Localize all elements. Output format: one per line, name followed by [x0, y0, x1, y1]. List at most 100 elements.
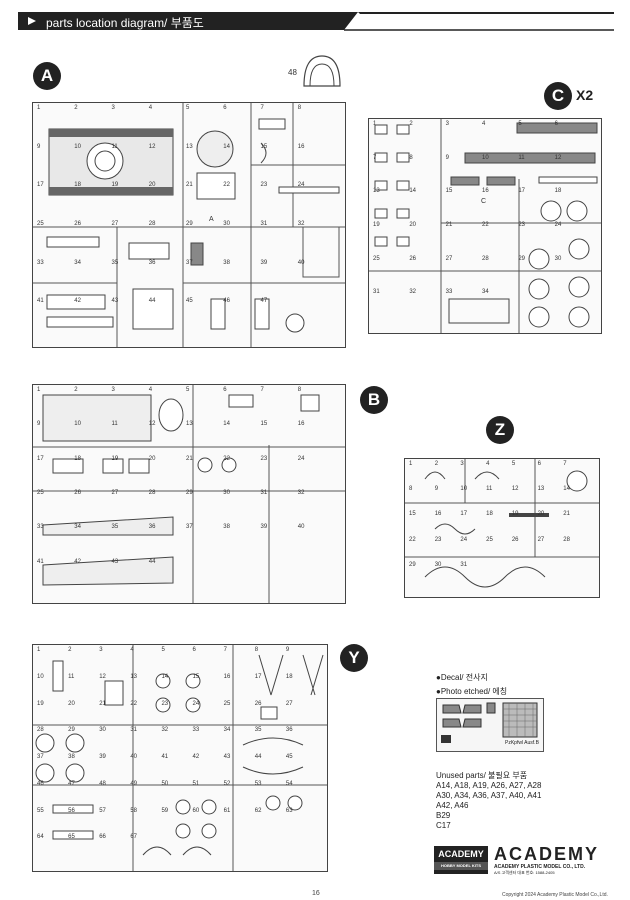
part-number: 33: [37, 524, 44, 531]
part-number: 13: [130, 673, 138, 680]
sprue-c-multiplier: X2: [576, 87, 594, 103]
part-number: 9: [434, 486, 439, 493]
part-number: 65: [68, 834, 75, 841]
sprue-c-art: C: [369, 119, 601, 333]
photo-etched-sheet: PzKpfwl Ausf.B: [436, 698, 544, 752]
part-number: 55: [37, 807, 44, 814]
part-number: 37: [37, 754, 44, 760]
part-number: 63: [285, 807, 293, 814]
part-number: 16: [223, 673, 231, 680]
part-number: 23: [260, 455, 268, 462]
part-number: 34: [74, 259, 81, 266]
part-number: 12: [148, 421, 156, 428]
part-number: 25: [373, 255, 380, 262]
part-number: 27: [111, 221, 119, 227]
copyright: Copyright 2024 Academy Plastic Model Co.…: [502, 892, 608, 898]
part-number: 18: [74, 455, 81, 462]
part-number: 3: [111, 105, 115, 111]
part-number: 40: [130, 754, 138, 760]
part-number: 19: [373, 222, 380, 228]
part-number: 41: [37, 298, 44, 305]
part-number: 40: [297, 524, 305, 531]
part-number: 58: [130, 807, 138, 814]
part-number: 20: [68, 700, 75, 707]
part-number: 33: [37, 259, 44, 266]
part-number: 35: [111, 259, 119, 266]
pe-sheet-label: PzKpfwl Ausf.B: [505, 740, 539, 746]
part-number: 42: [74, 558, 81, 565]
part-number: 24: [297, 455, 305, 462]
part-number: 36: [148, 524, 156, 531]
part-number: 17: [254, 673, 262, 680]
part-number: 6: [192, 647, 196, 653]
part-number: 8: [409, 486, 413, 493]
sprue-a-detached-number: 48: [288, 68, 297, 77]
sprue-c-badge: C: [544, 82, 572, 110]
part-number: 45: [285, 754, 293, 760]
logo-small-subtext: HOBBY MODEL KITS: [434, 862, 488, 870]
part-number: 34: [482, 289, 489, 296]
part-number: 30: [554, 255, 562, 262]
part-number: 14: [223, 143, 230, 150]
part-number: 13: [373, 188, 380, 195]
part-number: 7: [223, 647, 227, 653]
sprue-b-badge: B: [360, 386, 388, 414]
part-number: 40: [297, 259, 305, 266]
part-number: 17: [518, 188, 526, 195]
part-number: 1: [37, 387, 41, 393]
part-number: 34: [74, 524, 81, 531]
sprue-a-art: A: [33, 103, 345, 347]
unused-title: Unused parts/ 불필요 부품: [436, 771, 528, 780]
unused-line: B29: [436, 811, 451, 820]
sprue-z-art: [405, 459, 599, 588]
part-number: 57: [99, 807, 106, 814]
sprue-y-art: [33, 645, 327, 871]
service-number: A/S 고객센터 대표 번호: 1588-2405: [494, 870, 555, 875]
part-number: 5: [511, 461, 516, 467]
svg-text:A: A: [209, 216, 214, 223]
part-number: 16: [297, 421, 305, 428]
part-number: 29: [68, 727, 75, 734]
part-number: 62: [254, 807, 262, 814]
part-number: 30: [99, 727, 106, 734]
part-number: 39: [260, 259, 268, 266]
part-number: 2: [409, 121, 413, 127]
part-number: 23: [518, 222, 526, 228]
part-number: 66: [99, 834, 106, 841]
part-number: 31: [260, 490, 268, 496]
part-number: 31: [460, 561, 468, 568]
part-number: 15: [409, 511, 416, 518]
part-number: 11: [111, 421, 118, 428]
part-number: 4: [486, 461, 490, 467]
part-number: 27: [111, 490, 119, 496]
part-number: 28: [563, 536, 570, 543]
part-number: 36: [285, 727, 293, 734]
part-number: 18: [486, 511, 493, 518]
part-number: 15: [192, 673, 200, 680]
page-title: parts location diagram/ 부품도: [46, 16, 204, 30]
part-number: 10: [460, 486, 468, 493]
part-number: 67: [130, 834, 138, 841]
part-number: 26: [409, 255, 417, 262]
part-number: 43: [223, 754, 231, 760]
part-number: 6: [554, 121, 558, 127]
part-number: 12: [511, 486, 519, 493]
part-number: 18: [285, 673, 293, 680]
header-banner: parts location diagram/ 부품도: [18, 12, 614, 32]
part-number: 47: [260, 298, 268, 305]
part-number: 27: [445, 255, 453, 262]
part-number: 21: [563, 511, 570, 518]
part-number: 31: [260, 221, 268, 227]
part-number: 20: [148, 455, 156, 462]
part-number: 28: [482, 255, 489, 262]
part-number: 4: [148, 105, 153, 111]
part-number: 5: [186, 387, 190, 393]
part-number: 26: [511, 536, 519, 543]
part-number: 23: [161, 700, 169, 707]
part-number: 19: [111, 455, 119, 462]
part-number: 25: [486, 536, 493, 543]
part-number: 26: [254, 700, 262, 707]
part-number: 7: [563, 461, 567, 467]
